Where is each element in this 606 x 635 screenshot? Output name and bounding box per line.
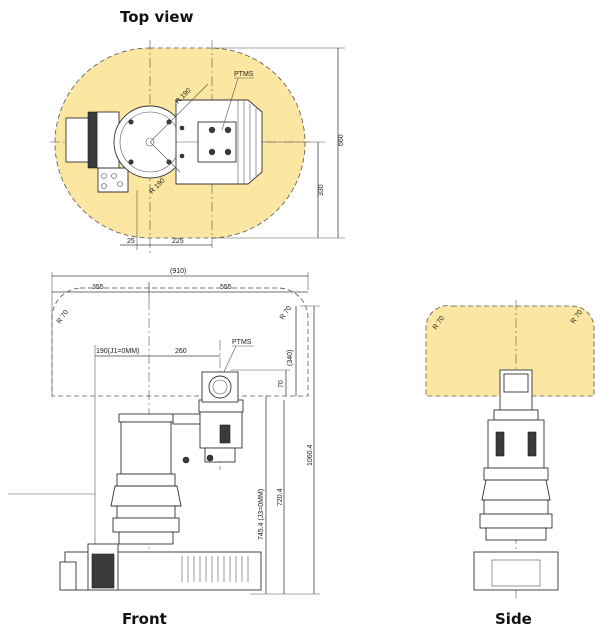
top-view: R 190 R 190 PTMS 660 330 25 225 [50,40,345,255]
front-view-radius-left: R 70 [56,309,70,325]
front-view-dim-70: 70 [278,380,285,388]
front-view-dim-340: (340) [287,350,294,366]
front-view-dim-910: (910) [170,268,186,275]
top-view-dim-25: 25 [127,238,135,245]
top-view-dim-660: 660 [338,134,345,146]
front-view-dim-745: 745.4 (J3=0MM) [258,489,265,540]
front-view-dim-720: 720.4 [277,488,284,506]
front-view-ptms-label: PTMS [232,339,252,346]
front-view-title: Front [122,610,167,628]
front-view-dim-555: 555 [220,284,232,291]
top-view-dim-225: 225 [172,238,184,245]
front-view-radius-right: R 70 [279,305,293,321]
side-view: R 70 R 70 [425,300,595,600]
front-view-dim-1060: 1060.4 [307,444,314,466]
top-view-title: Top view [120,8,194,26]
top-view-base-plate [97,167,129,193]
side-view-robot [473,369,559,591]
side-view-title: Side [495,610,532,628]
front-view: (910) 355 555 R 70 R 70 190(J1=0MM) 260 … [8,268,320,595]
top-view-dim-330: 330 [318,184,325,196]
top-view-ptms-label: PTMS [234,71,254,78]
top-view-motor [65,117,91,163]
front-view-dim-355: 355 [92,284,104,291]
front-view-robot [59,371,262,591]
front-view-dim-190: 190(J1=0MM) [96,348,139,355]
front-view-dim-260: 260 [175,348,187,355]
front-view-workspace-area [51,287,309,397]
